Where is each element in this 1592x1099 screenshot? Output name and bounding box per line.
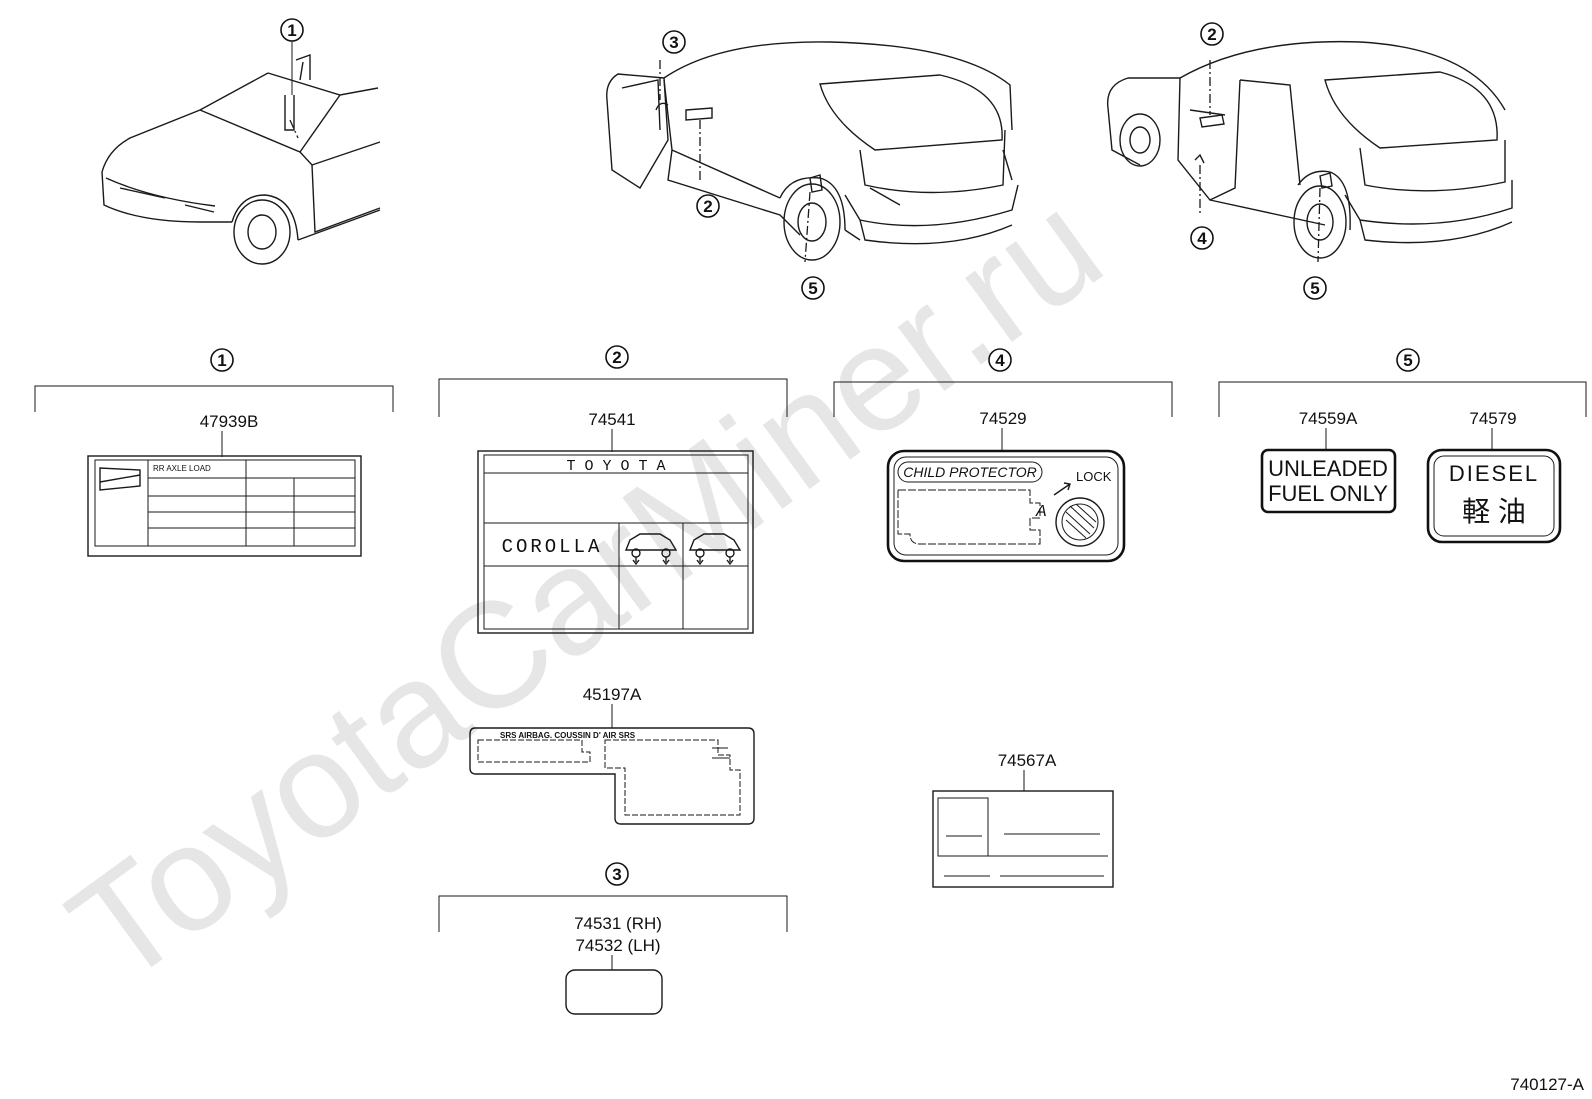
part-number-74567a: 74567A <box>998 751 1057 770</box>
group-5-callout: 5 <box>1403 351 1412 370</box>
label-74579: DIESEL 軽 油 <box>1426 448 1562 544</box>
label-45197a-text: SRS AIRBAG. COUSSIN D' AIR SRS <box>500 731 636 740</box>
callout-3-car: 3 <box>669 33 678 52</box>
label-74559a-line2: FUEL ONLY <box>1268 481 1388 506</box>
label-74541-brand: T O Y O T A <box>566 458 665 475</box>
car-load-icon-front <box>624 533 678 566</box>
label-47939b: RR AXLE LOAD <box>87 455 362 557</box>
label-74531-74532 <box>565 969 663 1015</box>
lock-arrow-icon <box>1053 482 1071 496</box>
group-3-callout: 3 <box>612 865 621 884</box>
part-number-47939b: 47939B <box>200 412 259 431</box>
callout-4-car: 4 <box>1197 229 1207 248</box>
label-74559a: UNLEADED FUEL ONLY <box>1260 448 1397 514</box>
part-number-74579: 74579 <box>1469 409 1516 428</box>
part-number-74532-lh: 74532 (LH) <box>575 936 660 955</box>
label-74529-title: CHILD PROTECTOR <box>903 464 1037 480</box>
car-load-icon-rear <box>688 533 742 566</box>
group-4: 4 74529 CHILD PROTECTOR LOCK A 74567A <box>833 348 1173 888</box>
callout-5-car-right: 5 <box>1310 279 1319 298</box>
label-74541: T O Y O T A COROLLA <box>477 450 754 634</box>
group-4-callout: 4 <box>995 351 1005 370</box>
car-callouts: 1 3 2 5 2 4 5 <box>280 18 1327 300</box>
callout-1-car: 1 <box>287 21 296 40</box>
label-74529-letter: A <box>1035 503 1047 520</box>
label-74529-lock: LOCK <box>1076 469 1112 484</box>
car-rear-right-view <box>1106 40 1513 263</box>
group-1: 1 47939B RR AXLE LOAD <box>34 348 394 557</box>
label-47939b-header: RR AXLE LOAD <box>153 464 211 473</box>
group-1-callout: 1 <box>217 351 226 370</box>
part-number-74529: 74529 <box>979 409 1026 428</box>
lock-knob-icon <box>1055 497 1105 547</box>
label-74579-line1: DIESEL <box>1449 461 1539 486</box>
label-74541-model: COROLLA <box>502 536 603 558</box>
label-74567a <box>932 790 1114 888</box>
part-number-74531-rh: 74531 (RH) <box>574 914 662 933</box>
car-rear-left-view <box>606 41 1019 263</box>
callout-2-car-right: 2 <box>1207 25 1216 44</box>
callout-5-car-left: 5 <box>808 279 817 298</box>
label-74559a-line1: UNLEADED <box>1268 456 1388 481</box>
diagram-code: 740127-A <box>1510 1075 1584 1094</box>
part-number-74541: 74541 <box>588 410 635 429</box>
part-number-45197a: 45197A <box>583 685 642 704</box>
car-front-view <box>101 54 381 265</box>
group-2: 2 74541 T O Y O T A COROLLA <box>438 345 788 825</box>
part-number-74559a: 74559A <box>1299 409 1358 428</box>
label-45197a: SRS AIRBAG. COUSSIN D' AIR SRS <box>469 727 755 825</box>
label-74579-line2: 軽 油 <box>1462 496 1526 527</box>
group-3: 3 74531 (RH) 74532 (LH) <box>438 862 788 1015</box>
callout-2-car-left: 2 <box>703 197 712 216</box>
group-2-callout: 2 <box>612 348 621 367</box>
group-5: 5 74559A UNLEADED FUEL ONLY 74579 DIESEL… <box>1218 348 1587 544</box>
label-74529: CHILD PROTECTOR LOCK A <box>886 449 1126 563</box>
